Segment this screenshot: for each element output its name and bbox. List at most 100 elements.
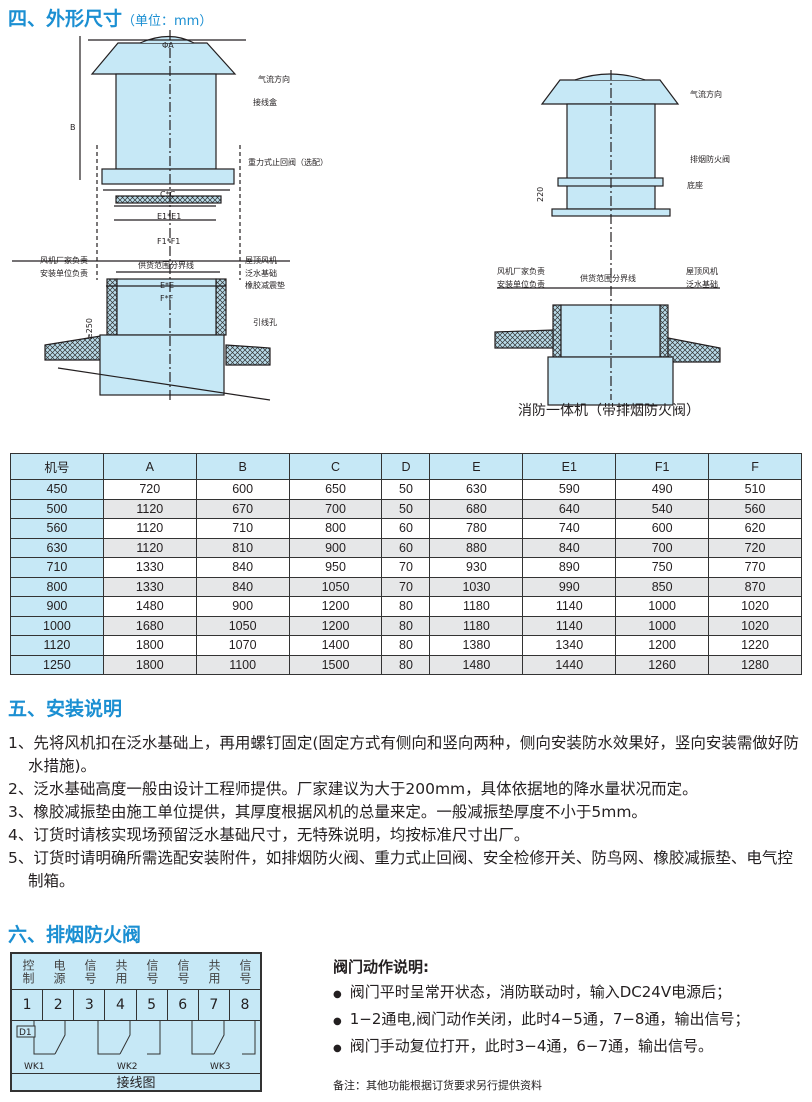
label-base: 底座 (687, 180, 703, 190)
table-cell: 1070 (195, 635, 290, 656)
table-cell: 1200 (615, 635, 710, 656)
terminal-function-label: 信号 (176, 958, 190, 985)
terminal-number: 6 (166, 990, 198, 1020)
table-cell: 700 (288, 498, 383, 519)
install-note: 5、订货时请明确所需选配安装附件，如排烟防火阀、重力式止回阀、安全检修开关、防鸟… (8, 849, 793, 890)
wiring-caption: 接线图 (12, 1073, 260, 1093)
bullet-icon: ● (333, 989, 342, 1000)
fan-right (494, 70, 721, 406)
column-header: C (288, 453, 383, 480)
table-cell: 80 (381, 615, 431, 636)
section5-title: 五、安装说明 (8, 698, 123, 720)
terminal-function-label: 共用 (207, 958, 221, 985)
table-cell: 600 (195, 479, 290, 500)
table-cell: 1280 (708, 654, 802, 675)
table-cell: 80 (381, 635, 431, 656)
table-cell: 1260 (615, 654, 710, 675)
label-ff: F*F (160, 294, 174, 303)
table-cell: 1030 (429, 576, 524, 597)
table-cell: 80 (381, 654, 431, 675)
table-cell: 50 (381, 479, 431, 500)
table-cell: 810 (195, 537, 290, 558)
terminal-number: 8 (228, 990, 260, 1020)
table-cell: 500 (10, 498, 104, 519)
table-cell: 1000 (615, 615, 710, 636)
label-airflow: 气流方向 (258, 74, 290, 84)
table-cell: 560 (10, 518, 104, 539)
switch-circuit: D1 WK1 WK2 WK3 (16, 1021, 256, 1072)
table-cell: 1000 (615, 596, 710, 617)
table-cell: 840 (195, 576, 290, 597)
bullet-icon: ● (333, 1016, 342, 1027)
install-notes: 1、先将风机扣在泛水基础上，再用螺钉固定(固定方式有侧向和竖向两种，侧向安装防水… (8, 732, 808, 893)
label-roof-fan: 屋顶风机 (245, 255, 277, 265)
install-note: 3、橡胶减振垫由施工单位提供，其厚度根据风机的总量来定。一般减振垫厚度不小于5m… (8, 803, 647, 821)
table-cell: 450 (10, 479, 104, 500)
install-note: 2、泛水基础高度一般由设计工程师提供。厂家建议为大于200mm，具体依据地的降水… (8, 780, 698, 798)
table-cell: 890 (522, 557, 617, 578)
column-header: E (429, 453, 524, 480)
table-cell: 850 (615, 576, 710, 597)
table-cell: 1140 (522, 615, 617, 636)
valve-item: ● 阀门手动复位打开，此时3−4通，6−7通，输出信号。 (333, 1034, 749, 1061)
label-f1: F1*F1 (157, 237, 180, 246)
terminal-number: 4 (104, 990, 135, 1020)
table-cell: 1500 (288, 654, 383, 675)
table-cell: 900 (10, 596, 104, 617)
table-cell: 900 (288, 537, 383, 558)
table-cell: 1050 (288, 576, 383, 597)
label-250: ≥250 (85, 318, 94, 340)
table-cell: 600 (615, 518, 710, 539)
table-cell: 900 (195, 596, 290, 617)
table-cell: 1800 (102, 654, 197, 675)
section4-title-text: 四、外形尺寸 (8, 8, 123, 30)
table-cell: 60 (381, 518, 431, 539)
valve-item: ●1−2通电,阀门动作关闭，此时4−5通，7−8通，输出信号； (333, 1007, 749, 1034)
table-cell: 770 (708, 557, 802, 578)
d1-label: D1 (19, 1028, 32, 1038)
terminal-function-label: 信号 (145, 958, 159, 985)
label-airflow-right: 气流方向 (690, 89, 722, 99)
table-cell: 800 (10, 576, 104, 597)
section4-title: 四、外形尺寸（单位：mm） (8, 4, 212, 31)
table-cell: 630 (10, 537, 104, 558)
terminal-number: 5 (135, 990, 167, 1020)
label-smoke-damper: 排烟防火阀 (690, 154, 730, 164)
wk3-label: WK3 (210, 1062, 231, 1072)
table-cell: 1330 (102, 576, 197, 597)
label-flashing-base-right: 泛水基础 (686, 279, 718, 289)
label-check-valve: 重力式止回阀（选配） (248, 157, 328, 167)
fan-left (12, 30, 290, 401)
table-cell: 1120 (102, 537, 197, 558)
terminal-number: 2 (42, 990, 73, 1020)
section6-title: 六、排烟防火阀 (8, 924, 142, 946)
wk2-label: WK2 (117, 1062, 138, 1072)
table-cell: 1120 (10, 635, 104, 656)
table-cell: 1220 (708, 635, 802, 656)
table-cell: 800 (288, 518, 383, 539)
valve-item-text: 阀门手动复位打开，此时3−4通，6−7通，输出信号。 (349, 1037, 714, 1055)
table-cell: 710 (10, 557, 104, 578)
valve-title: 阀门动作说明: (333, 958, 429, 976)
table-cell: 60 (381, 537, 431, 558)
label-junction-box: 接线盒 (253, 97, 277, 107)
table-cell: 1020 (708, 596, 802, 617)
column-header: 机号 (10, 453, 104, 480)
table-cell: 510 (708, 479, 802, 500)
bullet-icon: ● (333, 1043, 342, 1054)
table-cell: 1200 (288, 596, 383, 617)
table-cell: 740 (522, 518, 617, 539)
column-header: D (381, 453, 431, 480)
table-cell: 560 (708, 498, 802, 519)
table-cell: 870 (708, 576, 802, 597)
terminal-function-label: 电源 (52, 958, 66, 985)
table-cell: 880 (429, 537, 524, 558)
label-boundary: 供货范围分界线 (138, 260, 194, 270)
valve-description: 阀门动作说明: ●阀门平时呈常开状态，消防联动时，输入DC24V电源后；●1−2… (333, 955, 749, 1098)
